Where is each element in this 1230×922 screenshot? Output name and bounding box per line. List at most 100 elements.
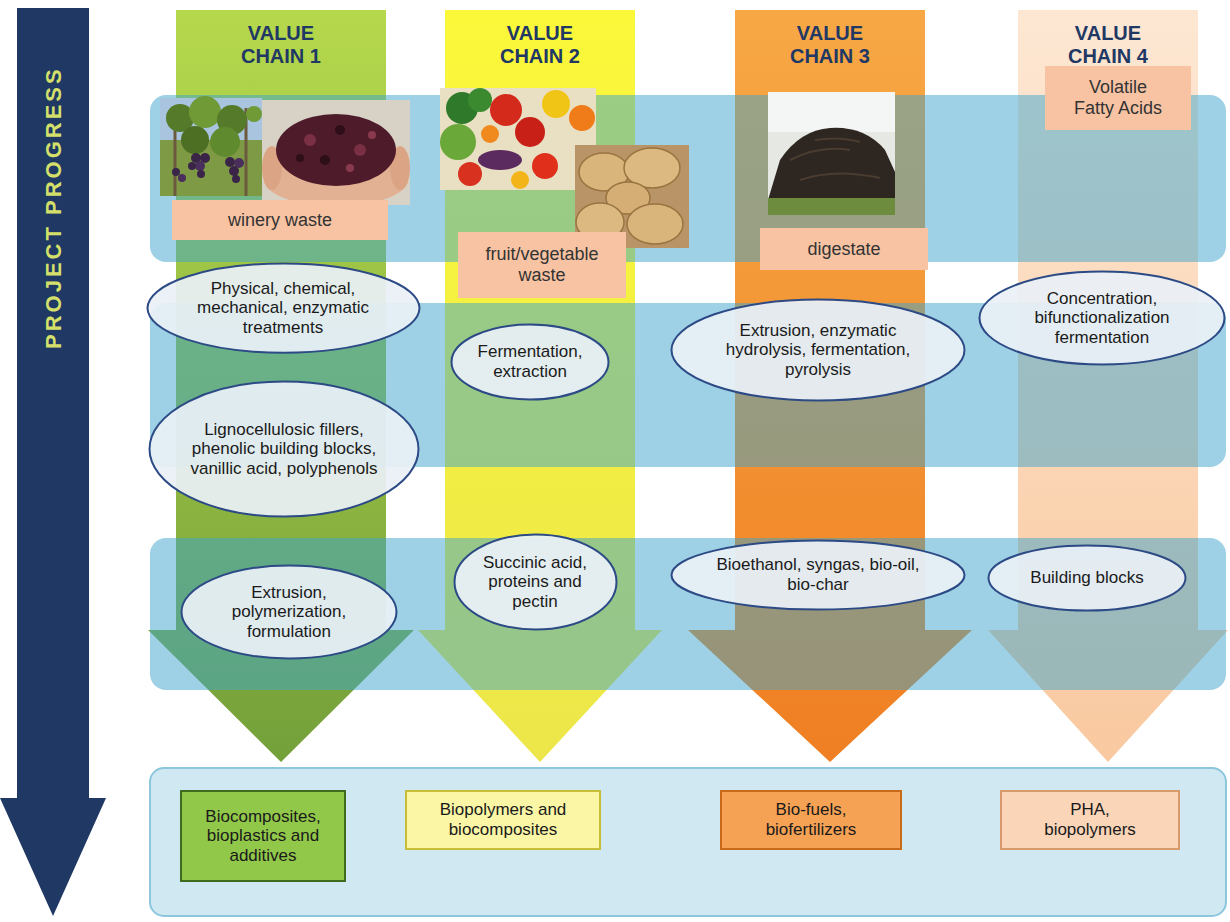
input-label: Volatile Fatty Acids [1045, 66, 1191, 130]
output-panel [150, 768, 1226, 916]
pomace-photo [304, 134, 316, 146]
product-ellipse: Succinic acid, proteins and pectin [453, 533, 618, 631]
ellipse-text: Fermentation, extraction [472, 342, 587, 381]
pomace-photo [262, 100, 410, 206]
input-label-text: Volatile Fatty Acids [1068, 77, 1168, 118]
ellipse-text: Building blocks [1015, 568, 1159, 588]
potatoes-photo [575, 145, 689, 248]
process-ellipse: Extrusion, enzymatic hydrolysis, ferment… [670, 298, 966, 402]
vineyard-photo [229, 166, 239, 176]
vegetables-photo [542, 90, 570, 118]
output-box: PHA, biopolymers [1000, 790, 1180, 850]
process-ellipse: Concentration, bifunctionalization ferme… [978, 270, 1226, 366]
ellipse-shape [989, 546, 1186, 611]
output-text: Biocomposites, bioplastics and additives [188, 807, 338, 866]
product-ellipse: Lignocellulosic fillers, phenolic buildi… [148, 380, 420, 518]
product-ellipse: Bioethanol, syngas, bio-oil, bio-char [670, 539, 966, 611]
digestate-photo [768, 128, 895, 200]
vegetables-photo [440, 88, 596, 190]
pomace-photo [320, 155, 330, 165]
output-box: Bio-fuels, biofertilizers [720, 790, 902, 850]
vineyard-photo [225, 157, 235, 167]
ellipse-text: Succinic acid, proteins and pectin [476, 553, 595, 612]
stage-band [150, 538, 1226, 690]
pomace-photo [368, 131, 376, 139]
ellipse-shape [454, 535, 616, 630]
chain-heading: VALUE CHAIN 1 [225, 22, 337, 68]
ellipse-shape [150, 382, 419, 517]
arrow-label: PROJECT PROGRESS [40, 67, 65, 350]
vegetables-photo [478, 150, 522, 170]
vineyard-photo [197, 170, 205, 178]
process-ellipse: Extrusion, polymerization, formulation [180, 564, 398, 660]
pomace-photo [262, 100, 410, 205]
digestate-photo [768, 92, 895, 215]
vegetables-photo [569, 105, 595, 131]
potatoes-photo [576, 203, 624, 241]
digestate-photo [768, 92, 895, 132]
input-label-text: digestate [768, 239, 920, 260]
vegetables-photo [440, 88, 596, 190]
vineyard-photo [210, 127, 240, 157]
progress-arrow-shape [0, 8, 160, 920]
pomace-photo [346, 164, 354, 172]
pomace-photo [354, 144, 366, 156]
vineyard-photo [195, 161, 205, 171]
ellipse-text: Extrusion, polymerization, formulation [211, 583, 368, 642]
vegetables-photo [440, 124, 476, 160]
stage-band [150, 95, 1226, 262]
input-label: digestate [760, 228, 928, 270]
output-text: PHA, biopolymers [1035, 800, 1145, 839]
digestate-photo [768, 92, 895, 215]
vegetables-photo [490, 94, 522, 126]
vineyard-photo [178, 174, 186, 182]
vineyard-photo [189, 96, 221, 128]
vineyard-photo [246, 106, 262, 122]
progress-arrow-shape [0, 8, 106, 916]
vineyard-photo [232, 175, 240, 183]
ellipse-text: Lignocellulosic fillers, phenolic buildi… [186, 420, 382, 479]
ellipse-shape [980, 272, 1225, 365]
ellipse-shape [147, 263, 419, 352]
digestate-photo [768, 198, 895, 215]
progress-arrow: PROJECT PROGRESS [0, 8, 160, 920]
output-text: Biopolymers and biocomposites [413, 800, 593, 839]
ellipse-shape [182, 566, 397, 659]
vineyard-photo [188, 162, 196, 170]
vegetables-photo [481, 125, 499, 143]
ellipse-shape [672, 300, 965, 401]
process-ellipse: Fermentation, extraction [450, 323, 610, 401]
pomace-photo [276, 114, 396, 186]
ellipse-shape [452, 325, 609, 400]
input-label: fruit/vegetable waste [458, 232, 626, 298]
product-ellipse: Building blocks [987, 544, 1187, 612]
output-box: Biocomposites, bioplastics and additives [180, 790, 346, 882]
potatoes-photo [575, 145, 689, 248]
ellipse-text: Bioethanol, syngas, bio-oil, bio-char [711, 555, 924, 594]
ellipse-text: Concentration, bifunctionalization ferme… [1013, 289, 1192, 348]
pomace-photo [296, 154, 304, 162]
vineyard-photo [181, 126, 209, 154]
vineyard-photo [160, 96, 262, 196]
input-label-text: fruit/vegetable waste [466, 244, 618, 285]
output-panel [150, 768, 1226, 916]
vegetables-photo [532, 153, 558, 179]
process-ellipse: Physical, chemical, mechanical, enzymati… [146, 262, 421, 354]
vegetables-photo [515, 117, 545, 147]
ellipse-text: Physical, chemical, mechanical, enzymati… [184, 279, 382, 338]
potatoes-photo [627, 204, 683, 244]
ellipse-shape [672, 541, 965, 610]
pomace-photo [335, 125, 345, 135]
input-label: winery waste [172, 200, 388, 240]
chain-heading: VALUE CHAIN 4 [1052, 22, 1164, 68]
vineyard-photo [172, 168, 180, 176]
digestate-photo [790, 138, 880, 180]
input-label-text: winery waste [180, 210, 380, 231]
chain-heading: VALUE CHAIN 2 [484, 22, 596, 68]
ellipse-text: Extrusion, enzymatic hydrolysis, ferment… [711, 321, 924, 380]
stage-band [150, 95, 1226, 690]
output-box: Biopolymers and biocomposites [405, 790, 601, 850]
stage-band [150, 303, 1226, 467]
vegetables-photo [468, 88, 492, 112]
vegetables-photo [511, 171, 529, 189]
